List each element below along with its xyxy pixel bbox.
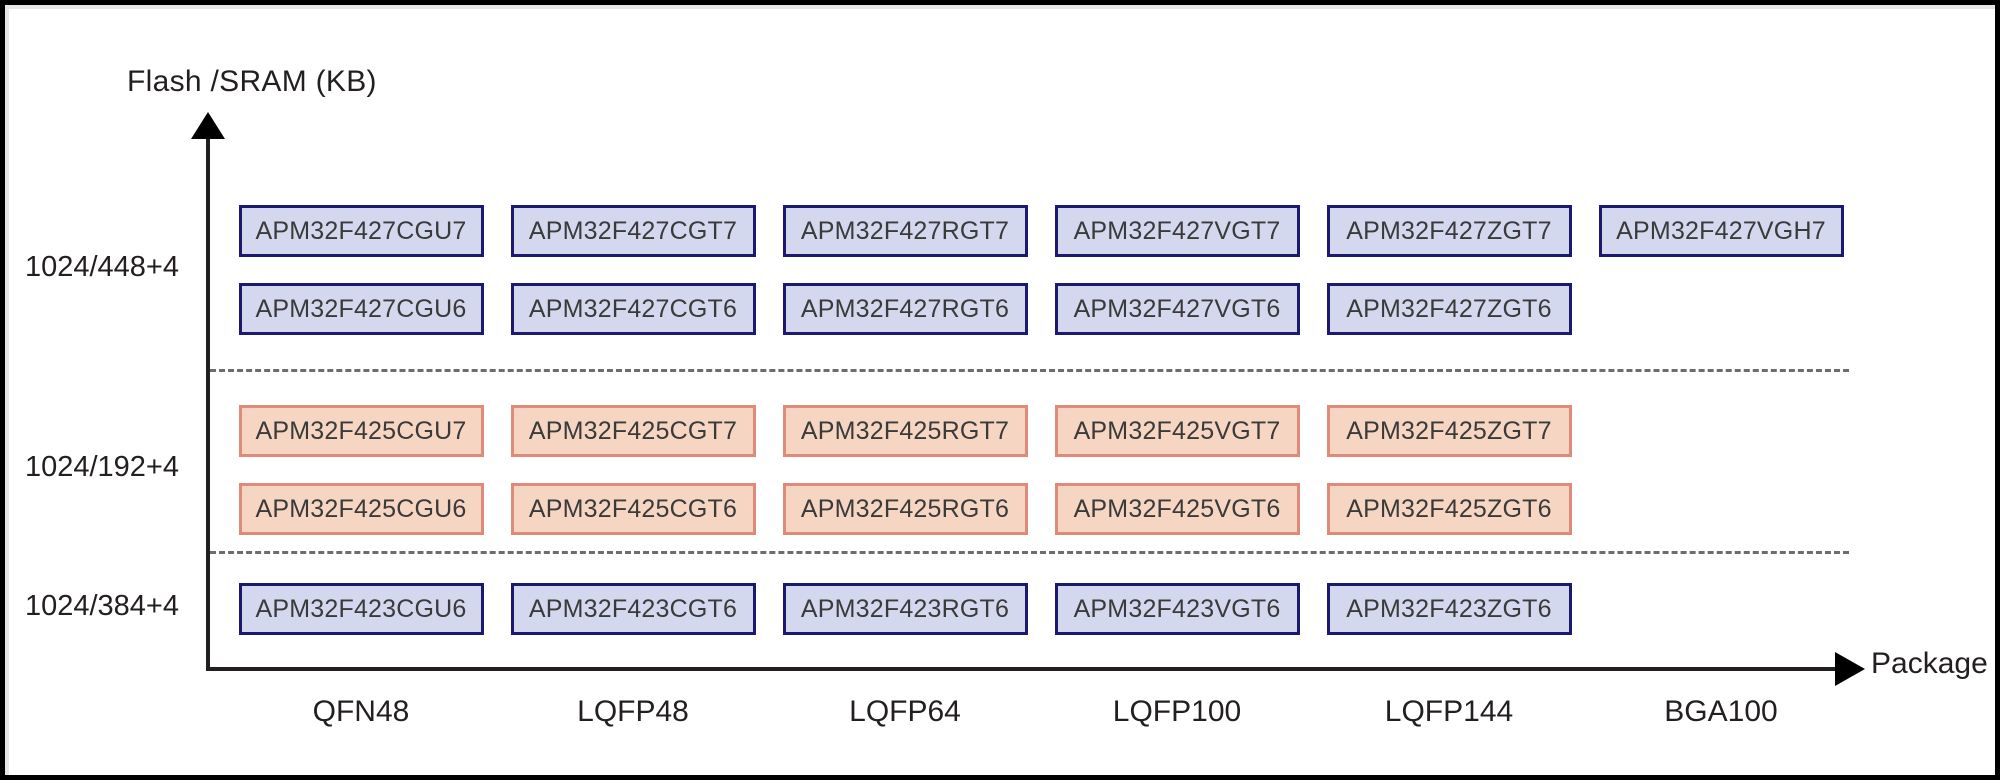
- part-box[interactable]: APM32F427CGT7: [510, 205, 756, 257]
- part-box[interactable]: APM32F425CGT7: [510, 405, 756, 457]
- part-box[interactable]: APM32F425ZGT7: [1326, 405, 1572, 457]
- part-box[interactable]: APM32F427RGT7: [782, 205, 1028, 257]
- part-box[interactable]: APM32F423CGU6: [238, 583, 484, 635]
- x-axis-arrow-icon: [1835, 652, 1865, 686]
- y-axis-line: [206, 131, 210, 671]
- part-box[interactable]: APM32F427ZGT7: [1326, 205, 1572, 257]
- band-divider-2: [210, 551, 1849, 554]
- x-tick-label-LQFP100: LQFP100: [1112, 695, 1242, 728]
- y-axis-title: Flash /SRAM (KB): [127, 65, 377, 98]
- part-box[interactable]: APM32F427CGU6: [238, 283, 484, 335]
- part-box[interactable]: APM32F427VGT6: [1054, 283, 1300, 335]
- part-box[interactable]: APM32F425RGT7: [782, 405, 1028, 457]
- x-tick-label-BGA100: BGA100: [1664, 695, 1778, 728]
- x-axis-title: Package: [1871, 647, 1988, 680]
- y-tick-label-APM32F425: 1024/192+4: [24, 451, 179, 483]
- part-box[interactable]: APM32F425CGU7: [238, 405, 484, 457]
- y-tick-label-APM32F427: 1024/448+4: [24, 251, 179, 283]
- part-box[interactable]: APM32F425VGT7: [1054, 405, 1300, 457]
- part-box[interactable]: APM32F423VGT6: [1054, 583, 1300, 635]
- x-tick-label-LQFP64: LQFP64: [849, 695, 961, 728]
- part-box[interactable]: APM32F425CGT6: [510, 483, 756, 535]
- part-box[interactable]: APM32F423ZGT6: [1326, 583, 1572, 635]
- band-divider-1: [210, 369, 1849, 372]
- x-tick-label-LQFP48: LQFP48: [577, 695, 689, 728]
- part-box[interactable]: APM32F427VGH7: [1598, 205, 1844, 257]
- y-axis-arrow-icon: [191, 112, 225, 139]
- part-box[interactable]: APM32F425CGU6: [238, 483, 484, 535]
- part-box[interactable]: APM32F427VGT7: [1054, 205, 1300, 257]
- part-box[interactable]: APM32F423CGT6: [510, 583, 756, 635]
- y-tick-label-APM32F423: 1024/384+4: [24, 590, 179, 622]
- x-axis-line: [206, 667, 1838, 671]
- part-box[interactable]: APM32F423RGT6: [782, 583, 1028, 635]
- part-box[interactable]: APM32F425VGT6: [1054, 483, 1300, 535]
- part-box[interactable]: APM32F427RGT6: [782, 283, 1028, 335]
- part-box[interactable]: APM32F427CGT6: [510, 283, 756, 335]
- x-tick-label-LQFP144: LQFP144: [1384, 695, 1514, 728]
- x-tick-label-QFN48: QFN48: [312, 695, 410, 728]
- part-box[interactable]: APM32F425RGT6: [782, 483, 1028, 535]
- part-box[interactable]: APM32F425ZGT6: [1326, 483, 1572, 535]
- part-box[interactable]: APM32F427ZGT6: [1326, 283, 1572, 335]
- part-box[interactable]: APM32F427CGU7: [238, 205, 484, 257]
